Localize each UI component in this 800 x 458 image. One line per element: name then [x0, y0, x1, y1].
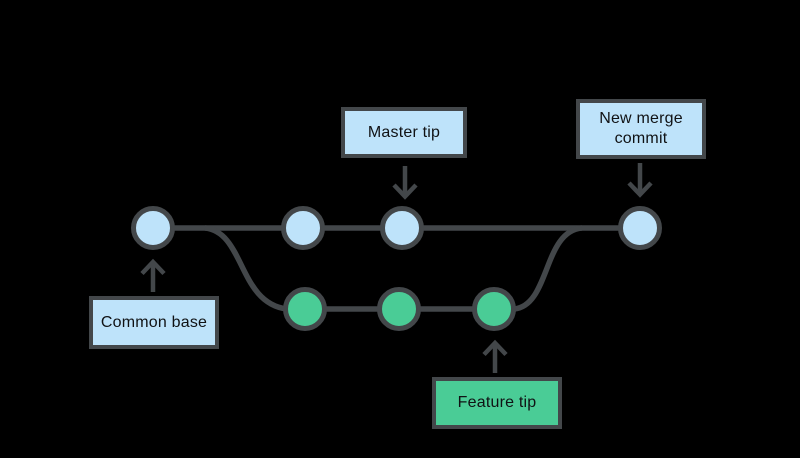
new-merge-commit-label-text: New merge commit — [599, 110, 683, 147]
feature-tip-label-text: Feature tip — [457, 394, 537, 411]
merge-curve — [513, 225, 583, 312]
feature-tip-arrow-up-icon — [482, 339, 508, 373]
master-tip-arrow-down-icon — [392, 166, 418, 200]
commit-node-master-tip — [380, 206, 424, 250]
new-merge-commit-label: New merge commit — [576, 99, 706, 159]
new-merge-commit-arrow-down-icon — [627, 163, 653, 198]
commit-node-common-base — [131, 206, 175, 250]
common-base-label: Common base — [89, 296, 219, 349]
commit-node-feature-tip — [472, 287, 516, 331]
master-tip-label: Master tip — [341, 107, 467, 158]
common-base-label-text: Common base — [100, 313, 208, 331]
commit-node-master-2 — [281, 206, 325, 250]
commit-node-feature-2 — [377, 287, 421, 331]
feature-tip-label: Feature tip — [432, 377, 562, 429]
commit-node-feature-1 — [283, 287, 327, 331]
master-tip-label-text: Master tip — [367, 123, 441, 141]
branch-off-curve — [204, 225, 288, 312]
common-base-arrow-up-icon — [140, 258, 166, 292]
commit-node-merge-commit — [618, 206, 662, 250]
